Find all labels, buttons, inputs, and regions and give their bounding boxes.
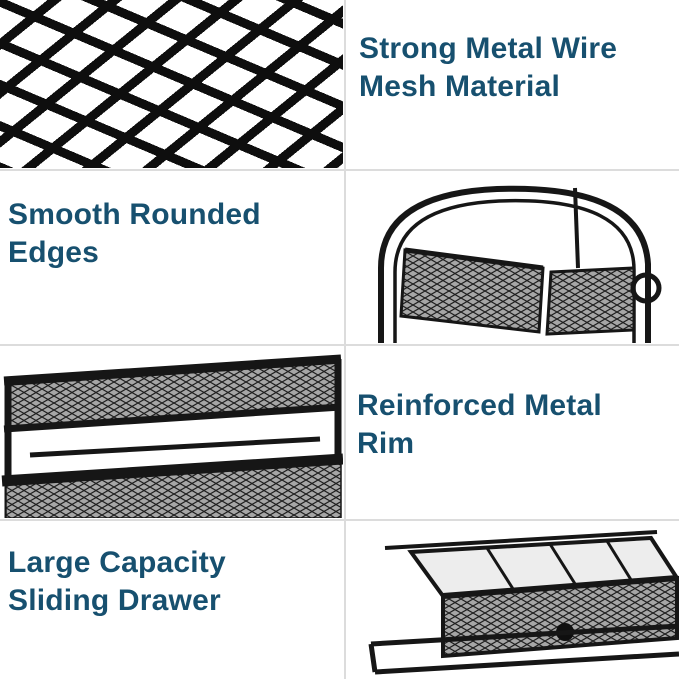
wire-mesh-pattern bbox=[0, 0, 343, 168]
feature-title-line: Smooth Rounded bbox=[8, 198, 261, 231]
divider-vertical bbox=[344, 0, 346, 679]
feature-title-sliding-drawer: Large Capacity Sliding Drawer bbox=[8, 544, 335, 620]
feature-title-line: Rim bbox=[357, 427, 415, 461]
rounded-edge-photo bbox=[347, 172, 679, 343]
feature-title-mesh-material: Strong Metal Wire Mesh Material bbox=[359, 30, 671, 106]
rounded-edge-illustration bbox=[378, 185, 662, 343]
feature-title-line: Edges bbox=[8, 236, 100, 270]
wire-mesh-closeup-photo bbox=[0, 0, 343, 168]
feature-caption-sliding-drawer: Large Capacity Sliding Drawer bbox=[0, 522, 343, 679]
divider-horizontal-2 bbox=[0, 344, 679, 346]
metal-rim-illustration bbox=[1, 354, 343, 518]
sliding-drawer-photo bbox=[347, 522, 679, 679]
feature-caption-rounded-edges: Smooth Rounded Edges bbox=[0, 172, 343, 343]
metal-rim-photo bbox=[0, 347, 343, 518]
feature-title-metal-rim: Reinforced Metal Rim bbox=[357, 387, 671, 463]
feature-caption-mesh-material: Strong Metal Wire Mesh Material bbox=[347, 0, 679, 168]
feature-title-line: Sliding Drawer bbox=[8, 584, 221, 618]
divider-horizontal-1 bbox=[0, 169, 679, 171]
feature-title-rounded-edges: Smooth Rounded Edges bbox=[8, 196, 335, 272]
feature-title-line: Large Capacity bbox=[8, 546, 226, 579]
feature-title-line: Mesh Material bbox=[359, 70, 560, 104]
feature-title-line: Strong Metal Wire bbox=[359, 32, 618, 65]
feature-caption-metal-rim: Reinforced Metal Rim bbox=[347, 347, 679, 518]
divider-horizontal-3 bbox=[0, 519, 679, 521]
feature-title-line: Reinforced Metal bbox=[357, 389, 602, 422]
sliding-drawer-illustration bbox=[368, 530, 679, 675]
